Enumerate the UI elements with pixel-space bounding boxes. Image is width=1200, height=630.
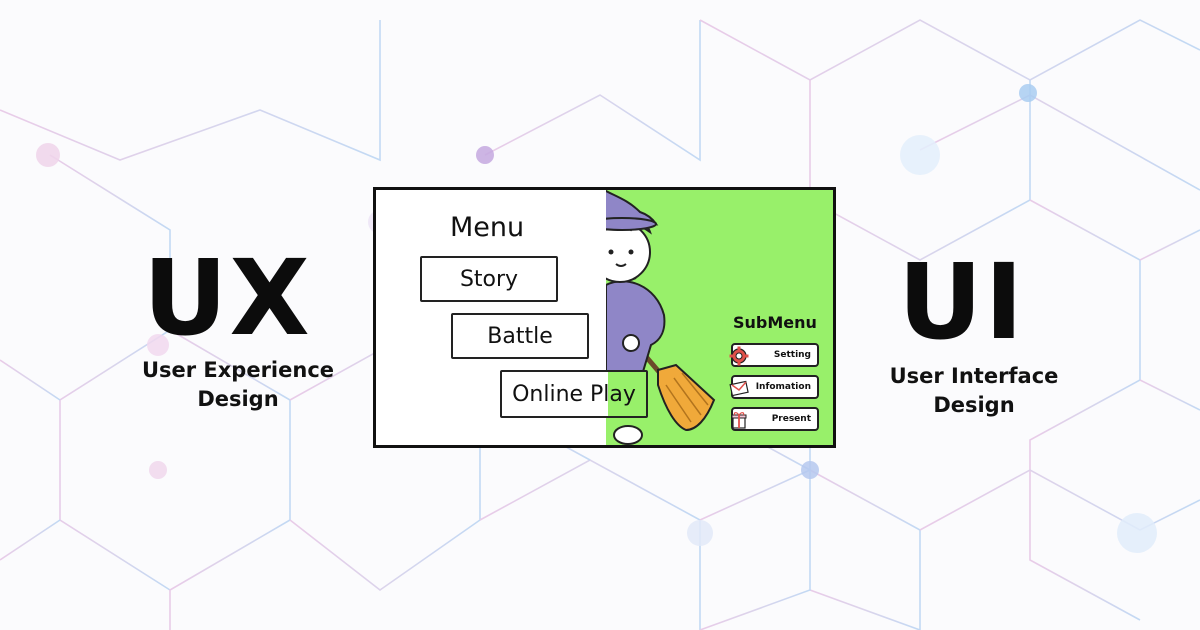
gear-icon xyxy=(729,346,749,366)
ux-subtitle-line2: Design xyxy=(197,387,279,411)
mail-icon xyxy=(729,380,749,397)
ui-heading: UI xyxy=(898,241,1026,363)
online-play-button[interactable]: Online Play xyxy=(500,370,648,418)
present-button[interactable]: Present xyxy=(731,407,819,431)
game-menu-mockup: Menu Story Battle Online Play SubMenu Se… xyxy=(373,187,836,448)
ux-subtitle-line1: User Experience xyxy=(141,358,335,382)
setting-label: Setting xyxy=(773,350,811,360)
ux-subtitle: User Experience Design xyxy=(118,356,358,414)
setting-button[interactable]: Setting xyxy=(729,343,819,367)
ui-subtitle-line2: Design xyxy=(933,393,1015,417)
gift-icon xyxy=(731,412,747,429)
story-button[interactable]: Story xyxy=(420,256,558,302)
menu-title: Menu xyxy=(450,212,525,243)
battle-button[interactable]: Battle xyxy=(451,313,589,359)
ui-subtitle-line1: User Interface xyxy=(889,364,1059,388)
infomation-button[interactable]: Infomation xyxy=(729,375,819,399)
ux-heading: UX xyxy=(143,237,312,359)
present-label: Present xyxy=(771,414,811,424)
ui-subtitle: User Interface Design xyxy=(854,362,1094,420)
submenu-title: SubMenu xyxy=(733,313,817,332)
infomation-label: Infomation xyxy=(755,382,811,392)
